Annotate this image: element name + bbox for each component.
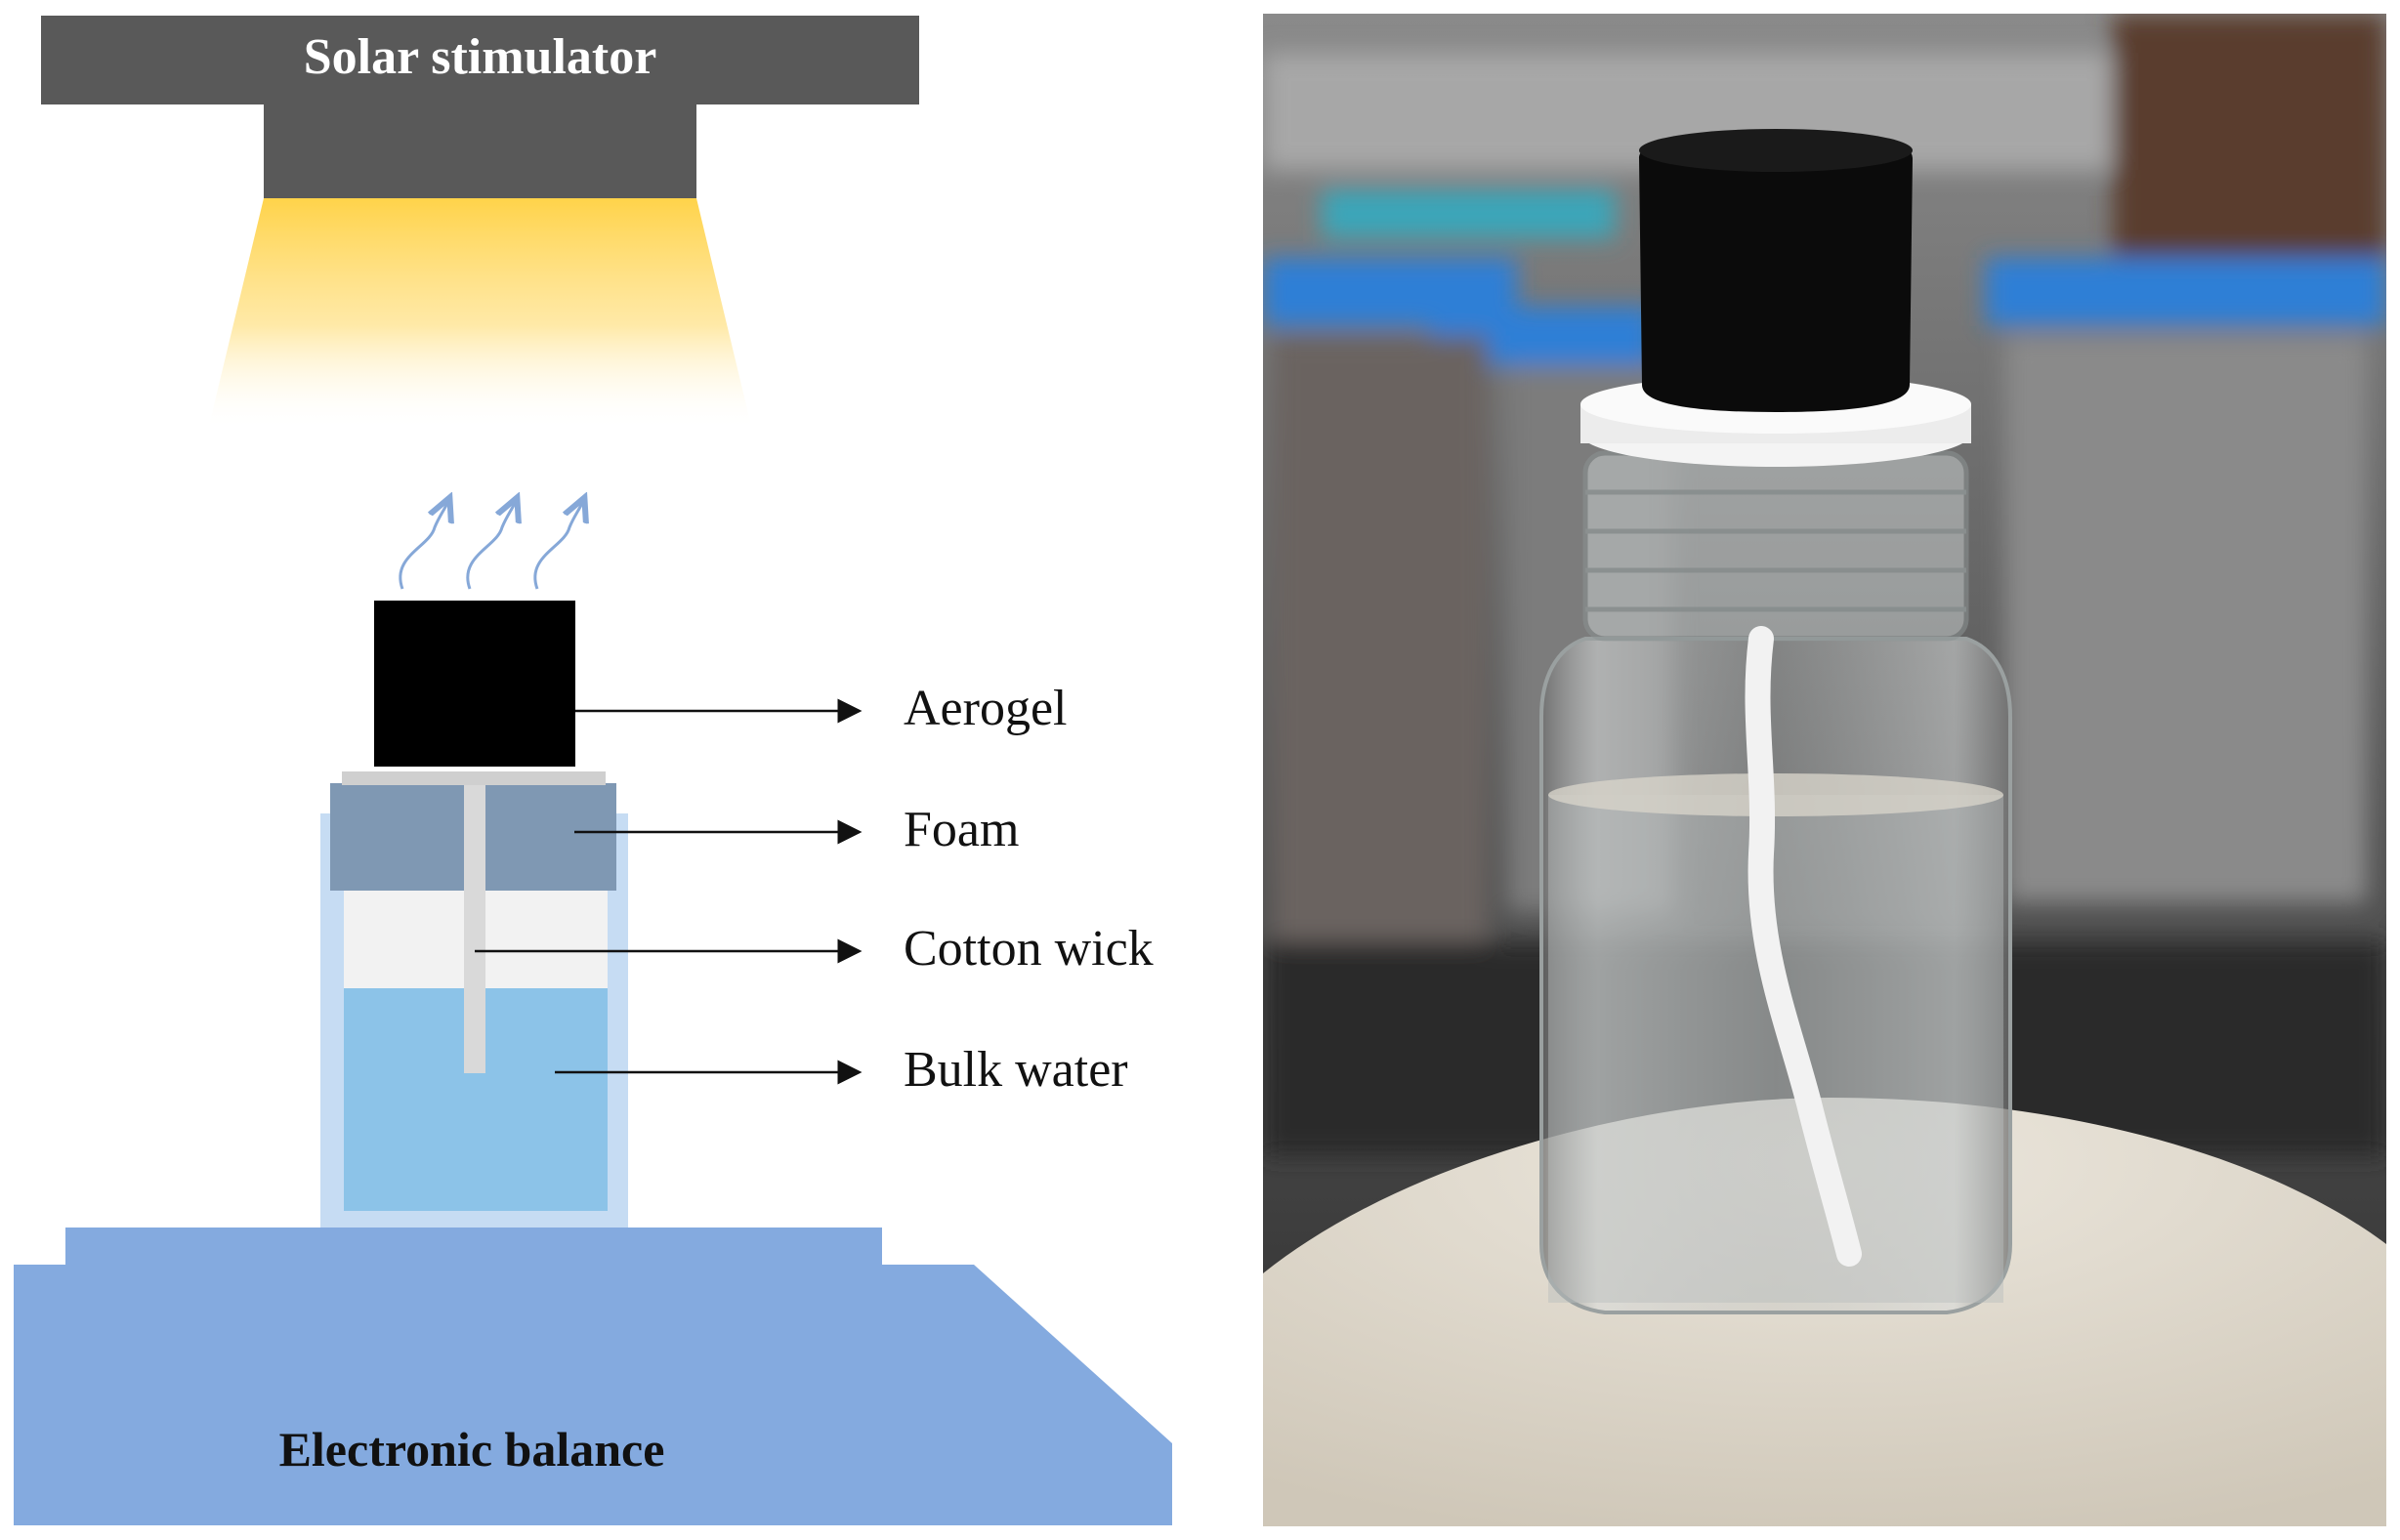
- stimulator-lamp-body: [264, 104, 696, 198]
- aerogel-block: [374, 601, 575, 767]
- balance-body: [14, 1265, 1172, 1525]
- balance-pan: [65, 1228, 882, 1265]
- water-surface: [1548, 773, 2003, 816]
- light-beam: [208, 198, 752, 430]
- vapor-arrow-icon: [399, 503, 447, 590]
- photo-aerogel-top: [1639, 129, 1913, 172]
- vapor-arrows: [399, 503, 582, 590]
- solar-stimulator: [41, 16, 919, 198]
- setup-photo: [1263, 14, 2386, 1526]
- photo-cotton-wick: [1745, 626, 1862, 1267]
- solar-stimulator-label: Solar stimulator: [303, 29, 657, 85]
- photo-aerogel: [1639, 135, 1913, 412]
- vapor-arrow-icon: [466, 503, 515, 590]
- stimulator-top-bar: [41, 16, 919, 104]
- electronic-balance-label: Electronic balance: [278, 1422, 665, 1477]
- vial-water: [1548, 795, 2003, 1303]
- vial-neck-threads: [1582, 450, 1969, 642]
- experiment-schematic: [14, 16, 1172, 1525]
- vapor-arrow-icon: [533, 503, 582, 590]
- foam-label: Foam: [904, 802, 1020, 857]
- callout-arrows: [475, 698, 863, 1085]
- vial: [320, 771, 628, 1228]
- photo-vial: [1539, 129, 2012, 1314]
- cotton-wick-label: Cotton wick: [904, 921, 1154, 977]
- bulk-water-label: Bulk water: [904, 1042, 1128, 1098]
- foam-top-layer: [342, 771, 606, 785]
- cotton-wick: [464, 785, 485, 1073]
- electronic-balance: [14, 1228, 1172, 1525]
- aerogel-label: Aerogel: [904, 681, 1068, 736]
